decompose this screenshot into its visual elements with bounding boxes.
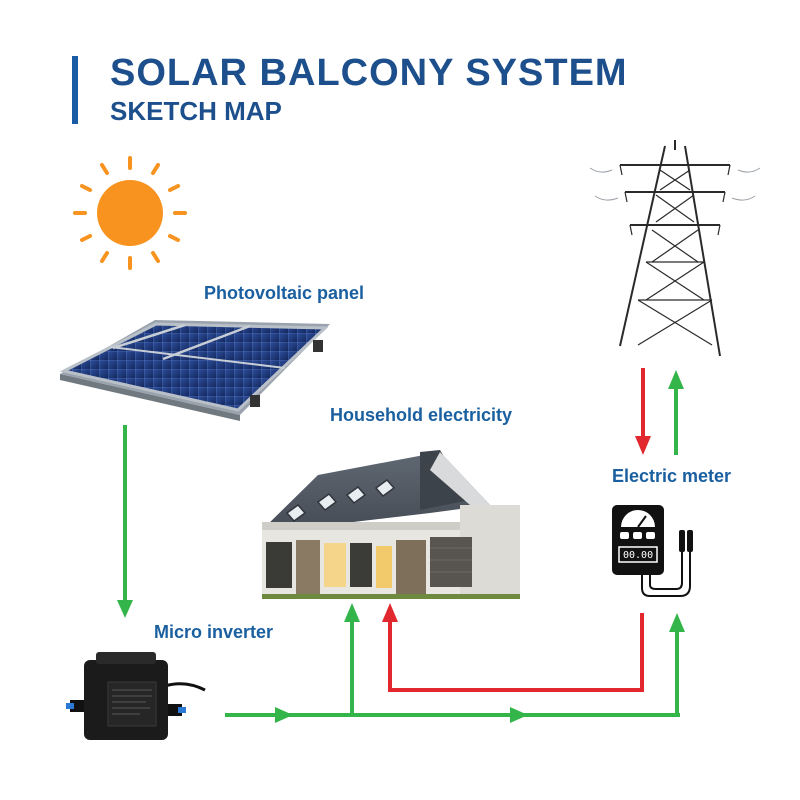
power-tower-icon <box>589 140 761 357</box>
house-icon <box>262 450 520 599</box>
solar-panel-icon <box>59 320 330 421</box>
photovoltaic-panel-label: Photovoltaic panel <box>204 283 365 303</box>
page-title: SOLAR BALCONY SYSTEM <box>110 52 628 94</box>
meter-reading: 00.00 <box>623 550 653 561</box>
micro-inverter-label: Micro inverter <box>154 622 274 642</box>
page-subtitle: SKETCH MAP <box>110 96 282 126</box>
electric-meter-label: Electric meter <box>612 466 732 486</box>
household-electricity-label: Household electricity <box>330 405 513 425</box>
sun-icon <box>73 156 187 270</box>
micro-inverter-icon <box>66 652 206 740</box>
title-accent-bar <box>72 56 78 124</box>
flow-arrows <box>117 368 685 723</box>
electric-meter-icon: 00.00 <box>612 505 693 597</box>
